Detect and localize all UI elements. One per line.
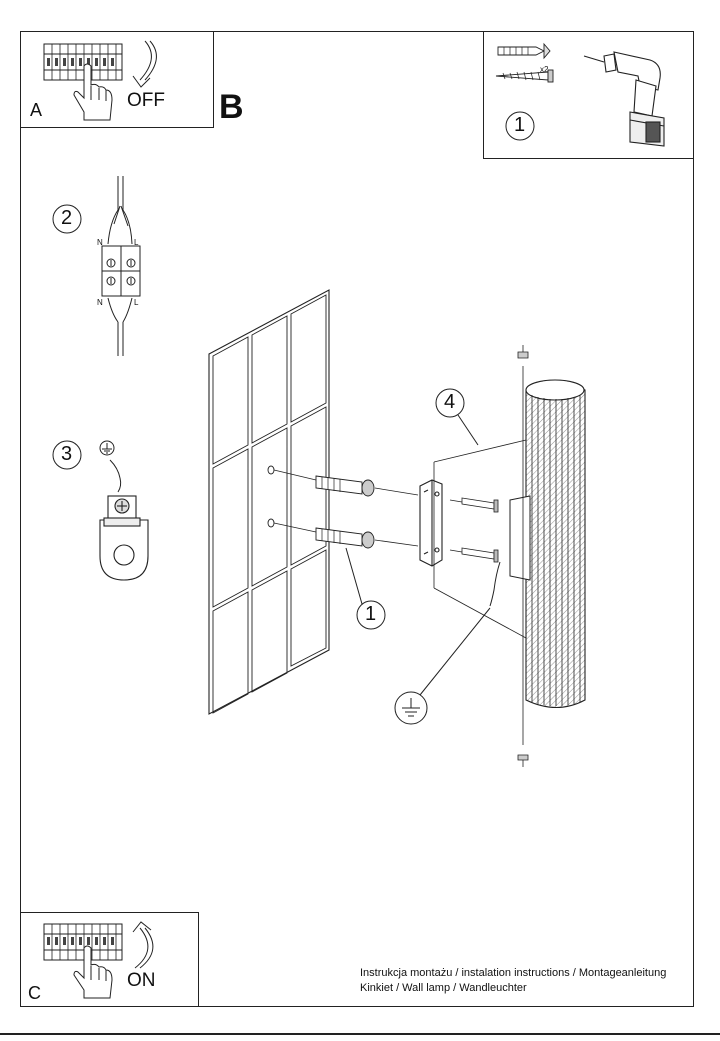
wall-plug-quantity: x2 [540, 65, 549, 74]
hand-c-icon [73, 945, 113, 999]
lamp-outline-guides [433, 439, 527, 639]
ground-symbol-small-icon [99, 440, 122, 493]
step2-number: 2 [61, 207, 73, 229]
wall-tile-grid [212, 294, 327, 714]
wall-tiles [208, 289, 330, 715]
section-b-letter: B [219, 88, 244, 126]
terminal-block-icon [101, 176, 141, 356]
step3-circle [52, 440, 82, 470]
step1-wall-number: 1 [365, 603, 377, 625]
terminal-label-l-bottom: L [134, 298, 139, 307]
drill-holes [267, 465, 275, 528]
step2-circle [52, 204, 82, 234]
drill-icon [583, 51, 665, 147]
terminal-label-n-top: N [97, 238, 103, 247]
footer-line-2: Kinkiet / Wall lamp / Wandleuchter [360, 982, 527, 994]
wall-plug-icon [497, 42, 551, 60]
mounting-bracket [419, 479, 443, 567]
panel-a-letter: A [30, 100, 43, 120]
terminal-label-n-bottom: N [97, 298, 103, 307]
ground-symbol-large-icon [394, 607, 491, 725]
hand-icon [73, 63, 113, 121]
step1-tools-number: 1 [514, 114, 526, 136]
screw-icon [495, 69, 554, 83]
page-frame [20, 31, 694, 1007]
terminal-label-l-top: L [134, 238, 139, 247]
arrow-down-icon [132, 40, 157, 88]
footer-caption: Instrukcja montażu / instalation instruc… [360, 966, 666, 996]
panel-a-off-label: OFF [127, 90, 165, 111]
footer-line-1: Instrukcja montażu / instalation instruc… [360, 967, 667, 979]
lamp-body [525, 379, 586, 709]
step3-number: 3 [61, 443, 73, 465]
step1-wall-circle [345, 547, 386, 630]
lamp-vertical-guide [517, 345, 529, 767]
alignment-lines [273, 469, 419, 547]
ground-bracket-icon [99, 495, 149, 581]
lamp-mount-plate [489, 495, 531, 607]
arrow-up-icon [132, 921, 154, 969]
bracket-screws [449, 497, 499, 563]
breaker-box-c-icon [43, 923, 123, 961]
wall-plug-lower [315, 527, 375, 549]
breaker-box-icon [43, 43, 123, 81]
step4-number: 4 [444, 391, 456, 413]
panel-c-on-label: ON [127, 970, 156, 991]
step1-tools-circle [505, 111, 535, 141]
bottom-rule [0, 1033, 720, 1035]
panel-c-letter: C [28, 983, 41, 1003]
step4-circle [435, 388, 479, 446]
wall-plug-upper [315, 475, 375, 497]
